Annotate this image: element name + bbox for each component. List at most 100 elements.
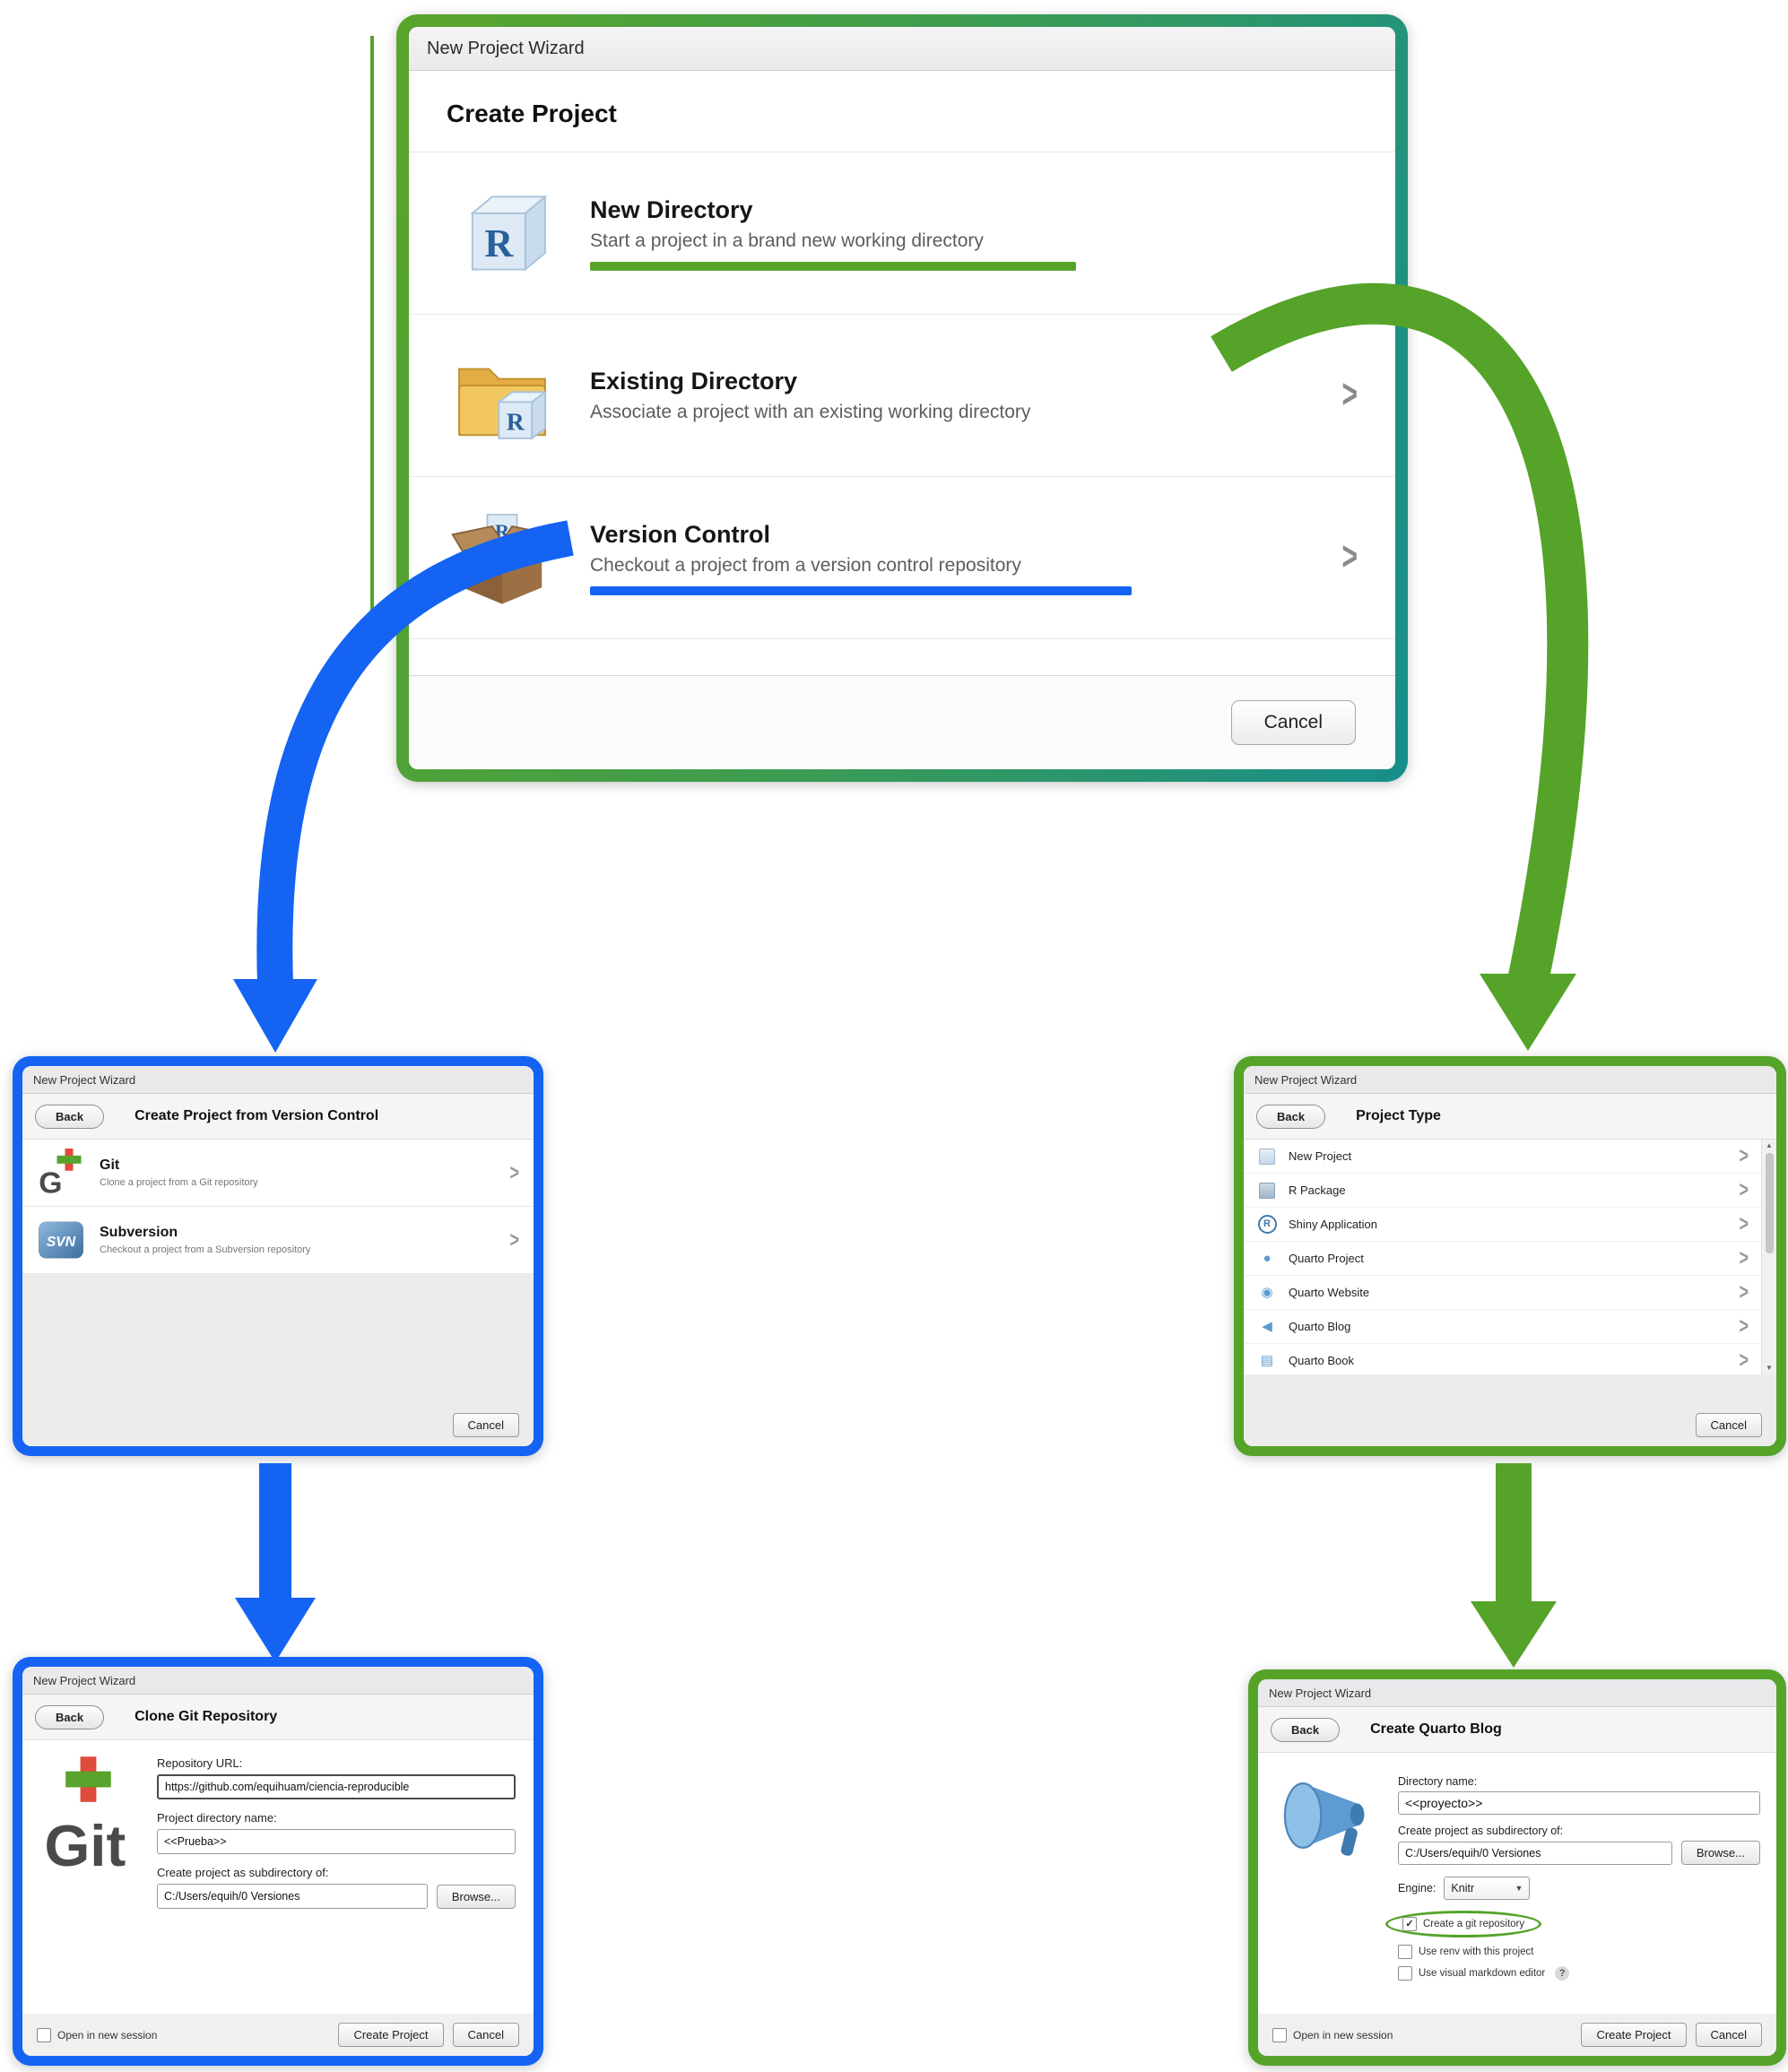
repository-url-label: Repository URL: — [157, 1756, 243, 1770]
project-type-item-quarto-blog[interactable]: ◀ Quarto Blog > — [1244, 1310, 1761, 1344]
browse-button[interactable]: Browse... — [1680, 1841, 1760, 1865]
option-git[interactable]: G Git Clone a project from a Git reposit… — [22, 1140, 534, 1207]
svg-text:SVN: SVN — [47, 1235, 76, 1250]
project-type-item-quarto-website[interactable]: ◉ Quarto Website > — [1244, 1276, 1761, 1310]
project-type-item-shiny-application[interactable]: R Shiny Application > — [1244, 1208, 1761, 1242]
create-git-repository-checkbox[interactable]: ✓ Create a git repository — [1402, 1917, 1524, 1931]
git-repository-highlight-ellipse: ✓ Create a git repository — [1385, 1911, 1542, 1938]
dialog-titlebar[interactable]: New Project Wizard — [1258, 1679, 1776, 1707]
green-arrowhead — [1480, 974, 1576, 1051]
dialog-header: Back Create Project from Version Control — [22, 1094, 534, 1140]
git-logo-icon: Git — [40, 1756, 134, 1998]
dialog-title: New Project Wizard — [1254, 1072, 1358, 1087]
dialog-header: Back Create Quarto Blog — [1258, 1707, 1776, 1753]
option-subversion[interactable]: SVN Subversion Checkout a project from a… — [22, 1207, 534, 1274]
quarto-book-icon: ▤ — [1260, 1353, 1274, 1368]
project-type-item-new-project[interactable]: New Project > — [1244, 1140, 1761, 1174]
subdirectory-input[interactable] — [1398, 1841, 1672, 1865]
option-title: Subversion — [100, 1225, 178, 1240]
option-subtitle: Start a project in a brand new working d… — [590, 230, 984, 251]
use-visual-markdown-editor-checkbox[interactable]: Use visual markdown editor ? — [1398, 1966, 1570, 1981]
engine-select[interactable]: Knitr ▼ — [1444, 1877, 1531, 1900]
project-type-wizard-frame: New Project Wizard Back Project Type New… — [1234, 1056, 1786, 1456]
scrollbar[interactable]: ▲ ▼ — [1761, 1140, 1776, 1374]
back-button[interactable]: Back — [1256, 1104, 1326, 1129]
engine-value: Knitr — [1451, 1882, 1475, 1894]
cancel-button[interactable]: Cancel — [1695, 2023, 1762, 2047]
dropdown-arrow-icon: ▼ — [1515, 1884, 1523, 1893]
option-new-directory[interactable]: R New Directory Start a project in a bra… — [409, 152, 1395, 315]
scroll-down-icon[interactable]: ▼ — [1766, 1364, 1773, 1372]
open-in-new-session-checkbox[interactable]: Open in new session — [37, 2027, 157, 2042]
subdirectory-label: Create project as subdirectory of: — [1398, 1825, 1564, 1837]
checkbox-box[interactable] — [1272, 2027, 1287, 2042]
option-title: Version Control — [590, 520, 771, 548]
dialog-titlebar[interactable]: New Project Wizard — [22, 1667, 534, 1695]
new-project-icon — [1256, 1148, 1278, 1165]
option-title: New Directory — [590, 195, 753, 223]
back-button[interactable]: Back — [1271, 1717, 1341, 1742]
back-button[interactable]: Back — [35, 1704, 105, 1730]
dialog-title: New Project Wizard — [1269, 1686, 1372, 1700]
dialog-titlebar[interactable]: New Project Wizard — [22, 1066, 534, 1094]
repository-url-input[interactable] — [157, 1774, 516, 1799]
clone-git-dialog: New Project Wizard Back Clone Git Reposi… — [22, 1667, 534, 2056]
directory-name-input[interactable] — [1398, 1791, 1760, 1815]
open-in-new-session-checkbox[interactable]: Open in new session — [1272, 2027, 1393, 2042]
checkbox-box-checked[interactable]: ✓ — [1402, 1917, 1417, 1931]
dialog-titlebar[interactable]: New Project Wizard — [409, 27, 1395, 71]
subdirectory-input[interactable] — [157, 1884, 428, 1909]
svg-text:R: R — [484, 221, 514, 265]
option-existing-directory[interactable]: R Existing Directory Associate a project… — [409, 315, 1395, 477]
green-accent-line — [370, 36, 374, 635]
chevron-right-icon: > — [1739, 1142, 1749, 1168]
new-project-wizard-dialog: New Project Wizard Create Project R New … — [409, 27, 1395, 769]
browse-button[interactable]: Browse... — [436, 1884, 516, 1909]
scrollbar-thumb[interactable] — [1765, 1153, 1774, 1253]
version-control-wizard-frame: New Project Wizard Back Create Project f… — [13, 1056, 543, 1456]
chevron-right-icon: > — [1739, 1210, 1749, 1236]
blue-arrowhead — [235, 1598, 316, 1662]
option-subtitle: Checkout a project from a Subversion rep… — [100, 1244, 311, 1255]
shiny-application-icon: R — [1256, 1215, 1278, 1234]
option-subtitle: Clone a project from a Git repository — [100, 1177, 258, 1188]
dialog-footer: Cancel — [1244, 1404, 1776, 1446]
cardboard-box-icon: R — [447, 502, 558, 613]
project-directory-name-input[interactable] — [157, 1829, 516, 1854]
scroll-up-icon[interactable]: ▲ — [1766, 1141, 1773, 1149]
engine-label: Engine: — [1398, 1882, 1436, 1894]
project-type-item-r-package[interactable]: R Package > — [1244, 1174, 1761, 1208]
new-project-wizard-frame: New Project Wizard Create Project R New … — [396, 14, 1408, 782]
project-type-item-quarto-project[interactable]: ● Quarto Project > — [1244, 1242, 1761, 1276]
chevron-right-icon: > — [509, 1227, 519, 1253]
cancel-button[interactable]: Cancel — [452, 2023, 519, 2047]
tutorial-underline-blue — [590, 585, 1132, 595]
checkbox-box[interactable] — [37, 2027, 51, 2042]
option-version-control[interactable]: R Version Control Checkout a project fro… — [409, 477, 1395, 639]
dialog-spacer — [1244, 1374, 1776, 1404]
dialog-title: New Project Wizard — [33, 1673, 136, 1687]
cancel-button[interactable]: Cancel — [1230, 700, 1356, 745]
dialog-footer: Open in new session Create Project Cance… — [22, 2014, 534, 2056]
checkbox-box[interactable] — [1398, 1966, 1412, 1981]
checkbox-box[interactable] — [1398, 1945, 1412, 1959]
version-control-dialog: New Project Wizard Back Create Project f… — [22, 1066, 534, 1446]
back-button[interactable]: Back — [35, 1104, 105, 1129]
project-type-dialog: New Project Wizard Back Project Type New… — [1244, 1066, 1776, 1446]
svg-text:Git: Git — [44, 1813, 126, 1878]
checkbox-label: Use renv with this project — [1419, 1946, 1534, 1957]
dialog-titlebar[interactable]: New Project Wizard — [1244, 1066, 1776, 1094]
help-icon[interactable]: ? — [1555, 1966, 1570, 1981]
create-project-button[interactable]: Create Project — [1581, 2023, 1687, 2047]
project-type-item-quarto-book[interactable]: ▤ Quarto Book > — [1244, 1344, 1761, 1378]
cancel-button[interactable]: Cancel — [1695, 1413, 1762, 1437]
folder-r-icon: R — [447, 340, 558, 451]
use-renv-checkbox[interactable]: Use renv with this project — [1398, 1945, 1533, 1959]
create-project-button[interactable]: Create Project — [338, 2023, 444, 2047]
dialog-title: New Project Wizard — [427, 38, 585, 58]
tutorial-underline-green — [590, 261, 1076, 271]
dialog-heading: Create Project from Version Control — [135, 1108, 379, 1123]
option-subtitle: Checkout a project from a version contro… — [590, 554, 1021, 576]
cancel-button[interactable]: Cancel — [452, 1413, 519, 1437]
